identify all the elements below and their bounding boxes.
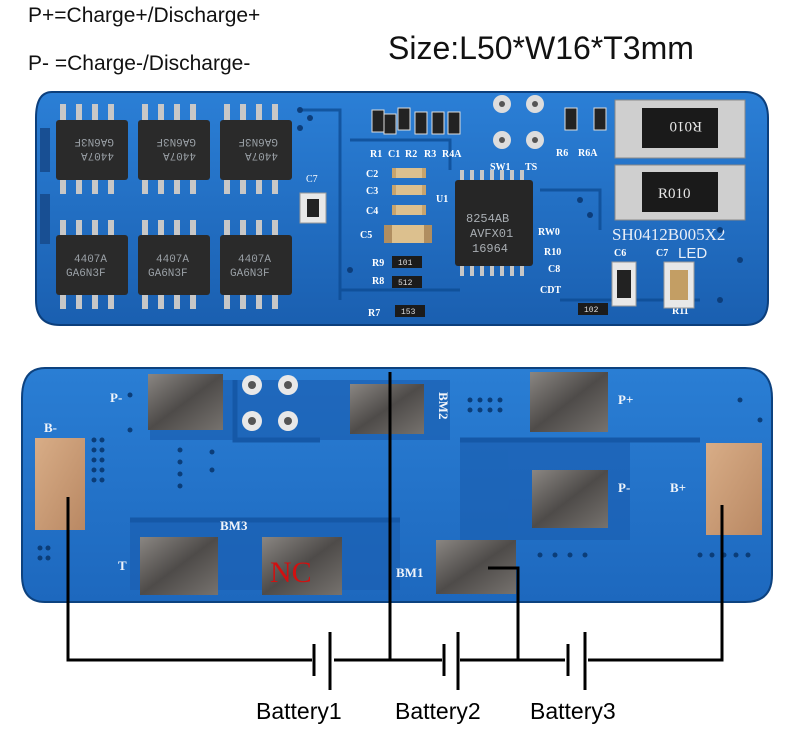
ref-c4: C4	[366, 206, 378, 217]
size-caption: Size:L50*W16*T3mm	[388, 30, 694, 66]
pad-p-minus	[532, 470, 608, 528]
ref-c1: C1	[388, 149, 400, 160]
ref-r4a: R4A	[442, 149, 462, 160]
pad-nc	[262, 537, 342, 595]
shunt-label-1: R010	[669, 118, 702, 134]
ref-c3: C3	[366, 186, 378, 197]
pad-p-minus-top	[148, 374, 223, 430]
part-number: SH0412B005X2	[612, 225, 725, 244]
ref-r6a: R6A	[578, 148, 598, 159]
ref-c2: C2	[366, 169, 378, 180]
pad-t	[140, 537, 218, 595]
smd-code: 153	[401, 308, 416, 317]
mosfet-label: 4407A	[238, 254, 271, 266]
pad-p-plus	[530, 372, 608, 432]
ic-line-2: AVFX01	[470, 227, 513, 241]
ref-u1: U1	[436, 194, 448, 205]
ref-c5: C5	[360, 230, 372, 241]
shunt-label-2: R010	[658, 186, 691, 202]
pad-b-minus	[35, 438, 85, 530]
pad-bm2	[350, 384, 424, 434]
mosfet-label: GA6N3F	[66, 268, 106, 280]
ref-r11: R11	[672, 306, 689, 317]
mosfet-label: 4407A	[245, 149, 278, 161]
ref-r2: R2	[405, 149, 417, 160]
mosfet-label: GA6N3F	[156, 135, 196, 147]
shunt-resistors: R010 R010	[614, 99, 746, 221]
battery-wiring	[66, 372, 724, 662]
label-p-minus: P-	[618, 480, 630, 495]
smd-code: 101	[398, 259, 413, 268]
ic-line-1: 8254AB	[466, 212, 509, 226]
battery-symbols	[312, 632, 587, 690]
p-plus-caption: P+=Charge+/Discharge+	[28, 4, 261, 27]
ref-c7b: C7	[656, 248, 668, 259]
ref-cdt: CDT	[540, 285, 561, 296]
label-p-plus: P+	[618, 392, 633, 407]
battery2-label: Battery2	[395, 698, 481, 724]
p-minus-caption: P- =Charge-/Discharge-	[28, 52, 251, 75]
ref-rw0: RW0	[538, 227, 560, 238]
ref-r7: R7	[368, 308, 380, 319]
battery1-label: Battery1	[256, 698, 342, 724]
label-bm1: BM1	[396, 565, 423, 580]
mosfet-label: GA6N3F	[148, 268, 188, 280]
ref-c6: C6	[614, 248, 626, 259]
ref-r8: R8	[372, 276, 384, 287]
mosfet-array: 4407A GA6N3F 4407A GA6N3F 4407A GA6N3F 4407…	[56, 104, 292, 309]
ref-c7: C7	[306, 174, 318, 185]
ref-sw1: SW1	[490, 162, 511, 173]
mosfet-label: GA6N3F	[230, 268, 270, 280]
mosfet-label: 4407A	[156, 254, 189, 266]
mosfet-label: 4407A	[81, 149, 114, 161]
ref-c8: C8	[548, 264, 560, 275]
ref-r1: R1	[370, 149, 382, 160]
pad-b-plus	[706, 443, 762, 535]
label-bm2: BM2	[436, 392, 451, 419]
label-p-minus-top: P-	[110, 390, 122, 405]
ref-r3: R3	[424, 149, 436, 160]
label-b-plus: B+	[670, 480, 686, 495]
ref-r10: R10	[544, 247, 561, 258]
label-bm3: BM3	[220, 518, 248, 533]
label-t: T	[118, 558, 127, 573]
label-b-minus: B-	[44, 420, 57, 435]
label-nc: NC	[270, 556, 312, 589]
ref-r9: R9	[372, 258, 384, 269]
battery3-label: Battery3	[530, 698, 616, 724]
led-label: LED	[678, 245, 707, 262]
mosfet-label: GA6N3F	[238, 135, 278, 147]
ref-ts: TS	[525, 162, 538, 173]
top-pcb: 4407A GA6N3F 4407A GA6N3F 4407A GA6N3F 4407…	[35, 91, 769, 326]
protection-ic: 8254AB AVFX01 16964	[455, 170, 533, 276]
mosfet-label: 4407A	[163, 149, 196, 161]
mosfet-label: GA6N3F	[74, 135, 114, 147]
smd-code: 102	[584, 306, 599, 315]
mosfet-label: 4407A	[74, 254, 107, 266]
bottom-pcb: B- P- P+ P- B+ T BM3 BM1 BM2 NC	[21, 367, 773, 603]
ic-line-3: 16964	[472, 242, 508, 256]
smd-code: 512	[398, 279, 413, 288]
ref-r6: R6	[556, 148, 568, 159]
